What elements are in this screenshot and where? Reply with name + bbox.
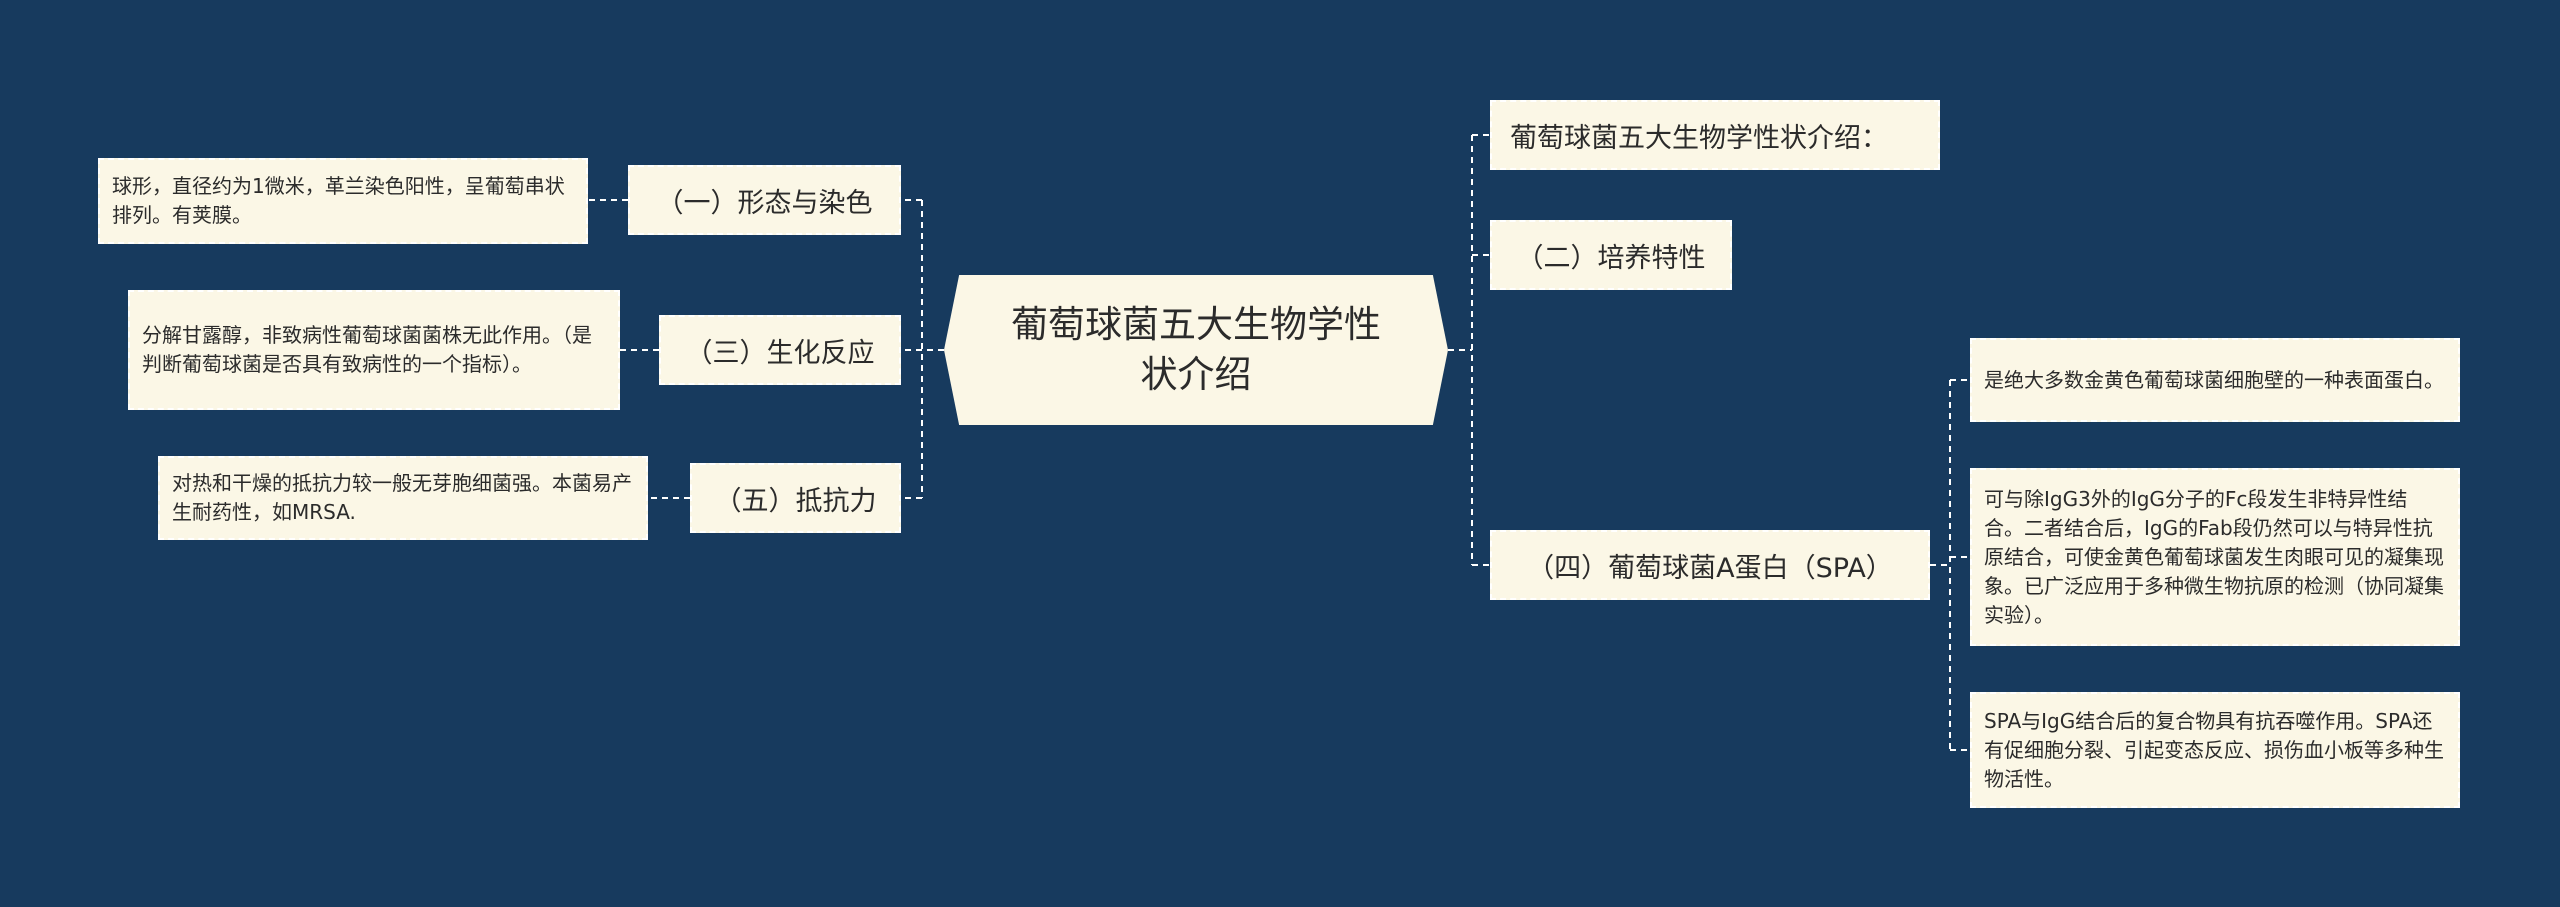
branch-morphology[interactable]: （一）形态与染色 bbox=[628, 165, 901, 235]
detail-spa-activity-text: SPA与IgG结合后的复合物具有抗吞噬作用。SPA还有促细胞分裂、引起变态反应、… bbox=[1984, 708, 2444, 791]
center-topic[interactable]: 葡萄球菌五大生物学性状介绍 bbox=[944, 275, 1448, 425]
detail-morphology[interactable]: 球形，直径约为1微米，革兰染色阳性，呈葡萄串状排列。有荚膜。 bbox=[98, 158, 588, 244]
detail-resistance-text: 对热和干燥的抵抗力较一般无芽胞细菌强。本菌易产生耐药性，如MRSA. bbox=[172, 471, 632, 524]
branch-resistance[interactable]: （五）抵抗力 bbox=[690, 463, 901, 533]
branch-morphology-label: （一）形态与染色 bbox=[656, 187, 873, 219]
center-topic-label: 葡萄球菌五大生物学性状介绍 bbox=[1011, 303, 1381, 396]
detail-spa-surface-text: 是绝大多数金黄色葡萄球菌细胞壁的一种表面蛋白。 bbox=[1984, 367, 2444, 392]
branch-culture[interactable]: （二）培养特性 bbox=[1490, 220, 1732, 290]
branch-culture-label: （二）培养特性 bbox=[1516, 242, 1706, 274]
detail-spa-binding-text: 可与除IgG3外的IgG分子的Fc段发生非特异性结合。二者结合后，IgG的Fab… bbox=[1984, 486, 2444, 627]
detail-resistance[interactable]: 对热和干燥的抵抗力较一般无芽胞细菌强。本菌易产生耐药性，如MRSA. bbox=[158, 456, 648, 540]
branch-spa[interactable]: （四）葡萄球菌A蛋白（SPA） bbox=[1490, 530, 1930, 600]
branch-biochemical-label: （三）生化反应 bbox=[685, 337, 875, 369]
detail-biochemical[interactable]: 分解甘露醇，非致病性葡萄球菌菌株无此作用。（是判断葡萄球菌是否具有致病性的一个指… bbox=[128, 290, 620, 410]
branch-intro[interactable]: 葡萄球菌五大生物学性状介绍： bbox=[1490, 100, 1940, 170]
branch-intro-label: 葡萄球菌五大生物学性状介绍： bbox=[1510, 122, 1888, 154]
branch-spa-label: （四）葡萄球菌A蛋白（SPA） bbox=[1527, 552, 1893, 584]
detail-spa-binding[interactable]: 可与除IgG3外的IgG分子的Fc段发生非特异性结合。二者结合后，IgG的Fab… bbox=[1970, 468, 2460, 646]
detail-spa-activity[interactable]: SPA与IgG结合后的复合物具有抗吞噬作用。SPA还有促细胞分裂、引起变态反应、… bbox=[1970, 692, 2460, 808]
detail-spa-surface[interactable]: 是绝大多数金黄色葡萄球菌细胞壁的一种表面蛋白。 bbox=[1970, 338, 2460, 422]
detail-biochemical-text: 分解甘露醇，非致病性葡萄球菌菌株无此作用。（是判断葡萄球菌是否具有致病性的一个指… bbox=[142, 323, 592, 376]
detail-morphology-text: 球形，直径约为1微米，革兰染色阳性，呈葡萄串状排列。有荚膜。 bbox=[112, 174, 565, 227]
branch-resistance-label: （五）抵抗力 bbox=[714, 485, 877, 517]
branch-biochemical[interactable]: （三）生化反应 bbox=[659, 315, 901, 385]
